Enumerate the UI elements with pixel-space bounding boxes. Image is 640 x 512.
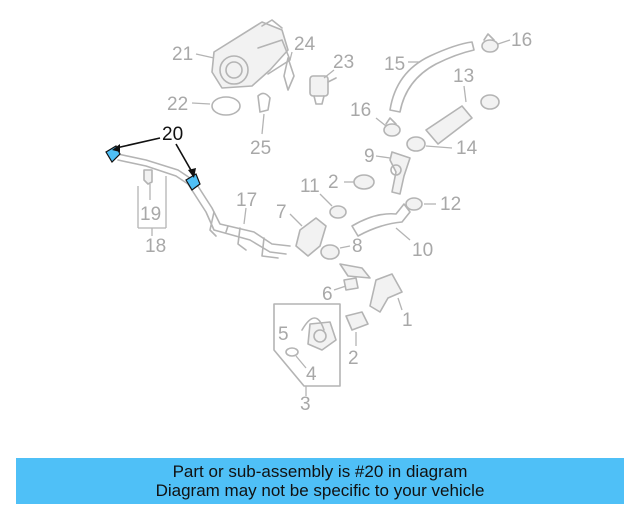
parts-diagram: 21 22 24 23 25 15 16 16 13 14	[105, 19, 532, 415]
callout-5: 5	[278, 324, 289, 345]
seal-5	[301, 317, 325, 331]
elbow-7	[295, 217, 327, 257]
callout-14: 14	[456, 138, 478, 159]
callout-17: 17	[236, 190, 257, 211]
clamp-16-mid	[383, 117, 401, 137]
clamp-8	[320, 244, 340, 260]
info-banner: Part or sub-assembly is #20 in diagram D…	[16, 458, 624, 504]
clamp-2-upper	[353, 174, 375, 190]
coolant-pipe-17	[187, 179, 291, 259]
callout-13: 13	[453, 66, 474, 87]
callout-10: 10	[412, 240, 433, 261]
hose-13	[425, 105, 473, 145]
clamp-13	[480, 94, 500, 110]
hose-10	[351, 203, 411, 237]
callout-1: 1	[402, 310, 413, 331]
callout-4: 4	[306, 364, 317, 385]
callout-3: 3	[300, 394, 311, 415]
callout-20: 20	[162, 124, 183, 145]
callout-2-upper: 2	[328, 172, 339, 193]
callout-9: 9	[364, 146, 375, 167]
thermostat-housing-21	[211, 19, 291, 89]
coolant-pipe-18	[117, 153, 191, 185]
sensor-23	[309, 75, 337, 105]
callout-11: 11	[300, 176, 320, 197]
seal-24	[283, 57, 295, 91]
hose-1	[369, 273, 403, 313]
clip-25	[257, 92, 271, 113]
callout-8: 8	[352, 236, 363, 257]
callout-6: 6	[322, 284, 333, 305]
callout-23: 23	[333, 52, 354, 73]
callout-7: 7	[276, 202, 287, 223]
callout-18: 18	[145, 236, 166, 257]
o-ring-4	[285, 347, 299, 357]
clamp-11	[329, 205, 347, 219]
banner-line-2: Diagram may not be specific to your vehi…	[155, 481, 485, 500]
callout-24: 24	[294, 34, 316, 55]
clamp-2-lower	[345, 311, 369, 331]
callout-12: 12	[440, 194, 461, 215]
bracket-19	[143, 169, 153, 185]
hose-15	[389, 41, 475, 113]
callout-2-lower: 2	[348, 348, 359, 369]
callout-16-mid: 16	[350, 100, 371, 121]
callout-25: 25	[250, 138, 271, 159]
assembly-box-3	[273, 303, 341, 387]
o-ring-22	[211, 96, 241, 116]
callout-22: 22	[167, 94, 188, 115]
callout-21: 21	[172, 44, 193, 65]
callout-19: 19	[140, 204, 161, 225]
clamp-16-top	[481, 33, 499, 53]
flange-3	[307, 321, 337, 351]
callout-15: 15	[384, 54, 405, 75]
clamp-14	[406, 136, 426, 152]
banner-line-1: Part or sub-assembly is #20 in diagram	[172, 462, 468, 481]
connector-small	[339, 263, 371, 279]
callout-20-leaders	[112, 137, 196, 178]
callout-16-top: 16	[511, 30, 532, 51]
connector-9	[389, 151, 411, 195]
gasket-6	[343, 277, 359, 291]
clamp-12	[405, 197, 423, 211]
